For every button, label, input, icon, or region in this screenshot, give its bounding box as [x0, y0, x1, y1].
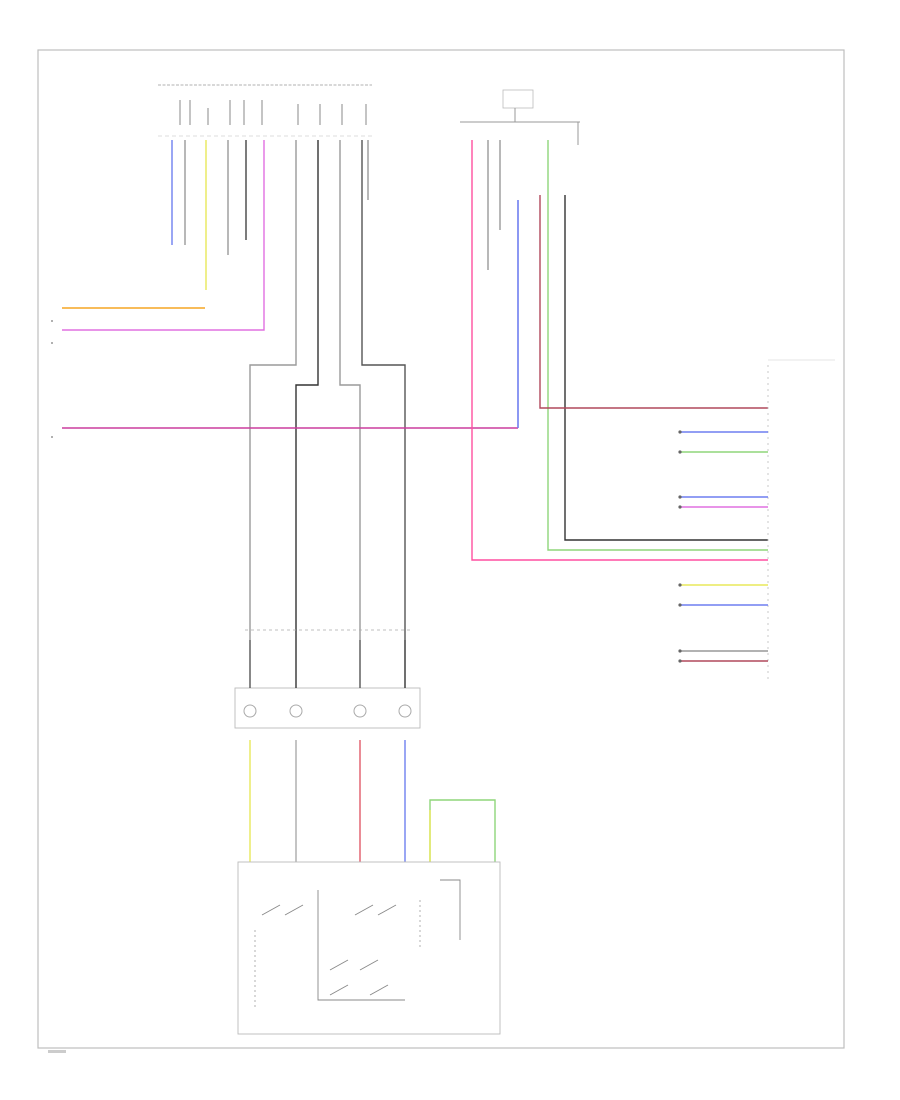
trunk-wire-3 [339, 140, 361, 640]
stub-terminals [678, 430, 682, 663]
trunk-wire-4 [361, 140, 406, 640]
top-right-wires [471, 140, 768, 561]
trunk-wire-2 [295, 140, 319, 640]
wire-pink-vert [62, 140, 265, 331]
connector-terminal-icon [289, 704, 303, 718]
top-vertical-wires [62, 140, 406, 640]
connector-terminal-icon [398, 704, 412, 718]
top-right-component [460, 89, 580, 145]
switch-module-body [237, 861, 501, 1035]
connector-terminal-icon [243, 704, 257, 718]
wire-dkred-horiz [539, 195, 768, 409]
footer-mark [48, 1050, 66, 1053]
wire-green-long [547, 140, 768, 551]
switch-contact-icon [261, 879, 461, 1001]
component-symbol [502, 89, 534, 109]
lower-wires [249, 640, 496, 862]
connector-terminal-icon [353, 704, 367, 718]
left-feed-wires [62, 200, 519, 429]
clockspring-body [234, 687, 421, 729]
top-connector-block [158, 84, 372, 137]
lower-wire-yellow-2 [429, 799, 496, 862]
diagram-frame [37, 49, 845, 1049]
switch-module [237, 861, 501, 1035]
wire-black-long [564, 195, 768, 541]
trunk-wire-1 [249, 140, 297, 640]
wire-pink-long [471, 140, 768, 561]
right-stub-wires [680, 431, 768, 662]
left-feed-markers [51, 320, 53, 438]
right-connector [767, 359, 835, 680]
clockspring-connector [234, 687, 421, 729]
